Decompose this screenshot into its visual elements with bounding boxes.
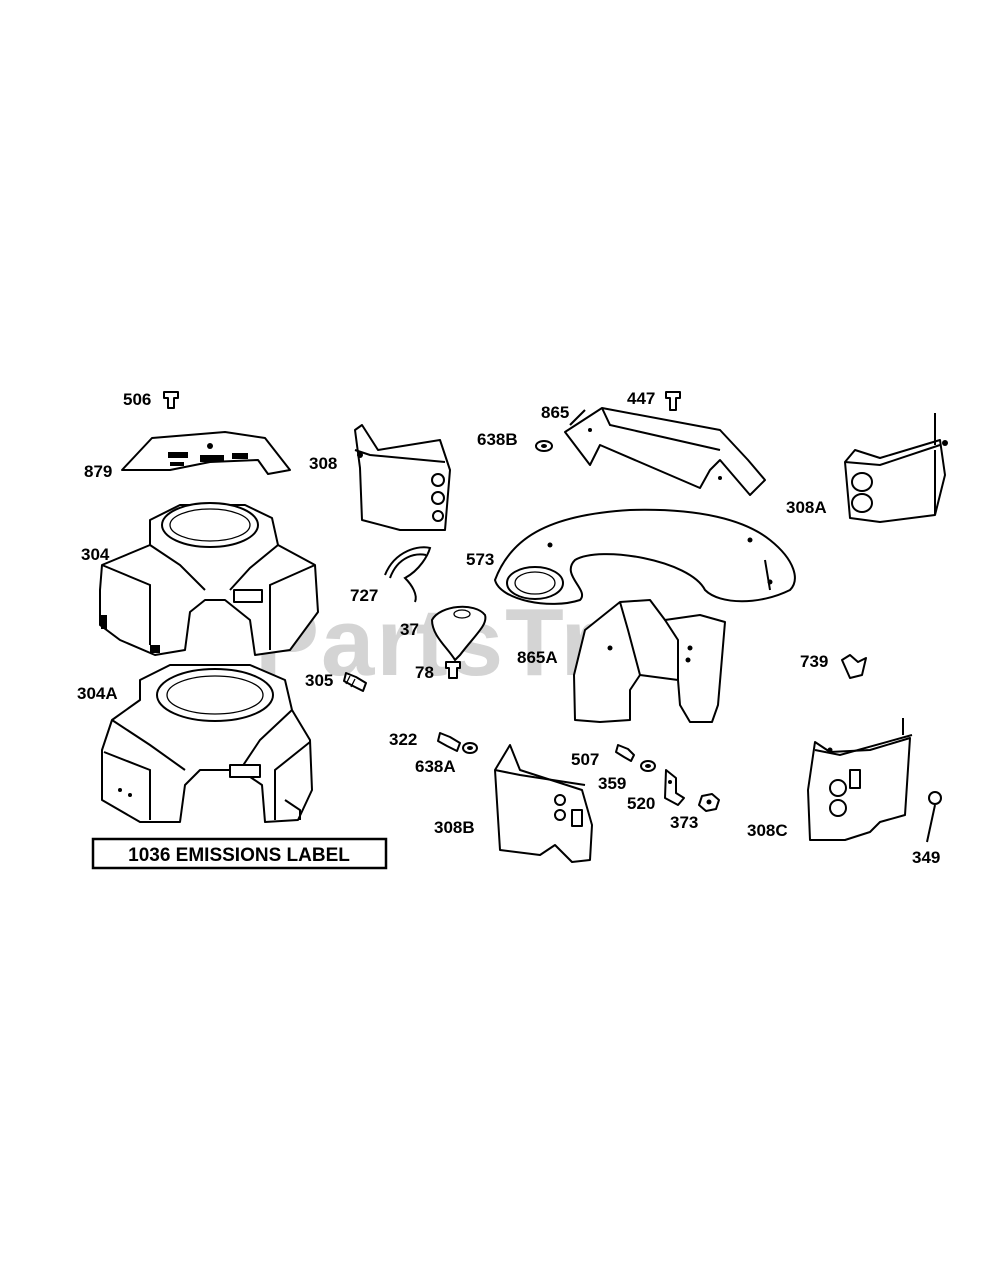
callout-520: 520 — [627, 794, 655, 813]
cup-37[interactable] — [431, 605, 487, 661]
callout-308: 308 — [309, 454, 337, 473]
callout-447: 447 — [627, 389, 655, 408]
callout-308A: 308A — [786, 498, 827, 517]
callout-373: 373 — [670, 813, 698, 832]
callout-308C: 308C — [747, 821, 788, 840]
callout-507: 507 — [571, 750, 599, 769]
callout-865: 865 — [541, 403, 569, 422]
bolt-322[interactable] — [437, 732, 461, 752]
callout-638A: 638A — [415, 757, 456, 776]
bolt-305[interactable] — [343, 672, 367, 692]
rivet-349[interactable] — [926, 791, 942, 843]
nut-78[interactable] — [445, 661, 461, 679]
washer-638A[interactable] — [462, 742, 478, 754]
air-guide-308A[interactable] — [844, 413, 948, 523]
blower-housing-304A[interactable] — [101, 664, 313, 823]
clip-739[interactable] — [841, 654, 867, 679]
callout-305: 305 — [305, 671, 333, 690]
emissions-label-box: 1036 EMISSIONS LABEL — [91, 837, 388, 870]
washer-359[interactable] — [640, 760, 656, 772]
baffle-865A[interactable] — [573, 599, 726, 723]
callout-349: 349 — [912, 848, 940, 867]
plate-879[interactable] — [121, 431, 291, 475]
callout-638B: 638B — [477, 430, 518, 449]
callout-308B: 308B — [434, 818, 475, 837]
screw-447[interactable] — [665, 391, 681, 411]
screw-507[interactable] — [615, 744, 635, 762]
screw-506[interactable] — [163, 391, 179, 409]
callout-322: 322 — [389, 730, 417, 749]
callout-359: 359 — [598, 774, 626, 793]
bracket-520[interactable] — [664, 769, 685, 806]
callout-304A: 304A — [77, 684, 118, 703]
callout-879: 879 — [84, 462, 112, 481]
air-guide-308B[interactable] — [494, 744, 593, 863]
washer-638B[interactable] — [535, 440, 553, 452]
callout-37: 37 — [400, 620, 419, 639]
nut-373[interactable] — [698, 793, 720, 812]
callout-727: 727 — [350, 586, 378, 605]
callout-573: 573 — [466, 550, 494, 569]
callout-78: 78 — [415, 663, 434, 682]
callout-506: 506 — [123, 390, 151, 409]
blower-housing-304[interactable] — [99, 502, 319, 656]
callout-739: 739 — [800, 652, 828, 671]
air-guide-308C[interactable] — [807, 718, 913, 841]
baffle-865[interactable] — [564, 407, 766, 496]
emissions-label-text: 1036 EMISSIONS LABEL — [128, 845, 350, 866]
air-guide-308[interactable] — [354, 424, 451, 531]
clip-727[interactable] — [384, 546, 432, 603]
callout-304: 304 — [81, 545, 110, 564]
base-plate-573[interactable] — [494, 508, 796, 605]
callout-865A: 865A — [517, 648, 558, 667]
